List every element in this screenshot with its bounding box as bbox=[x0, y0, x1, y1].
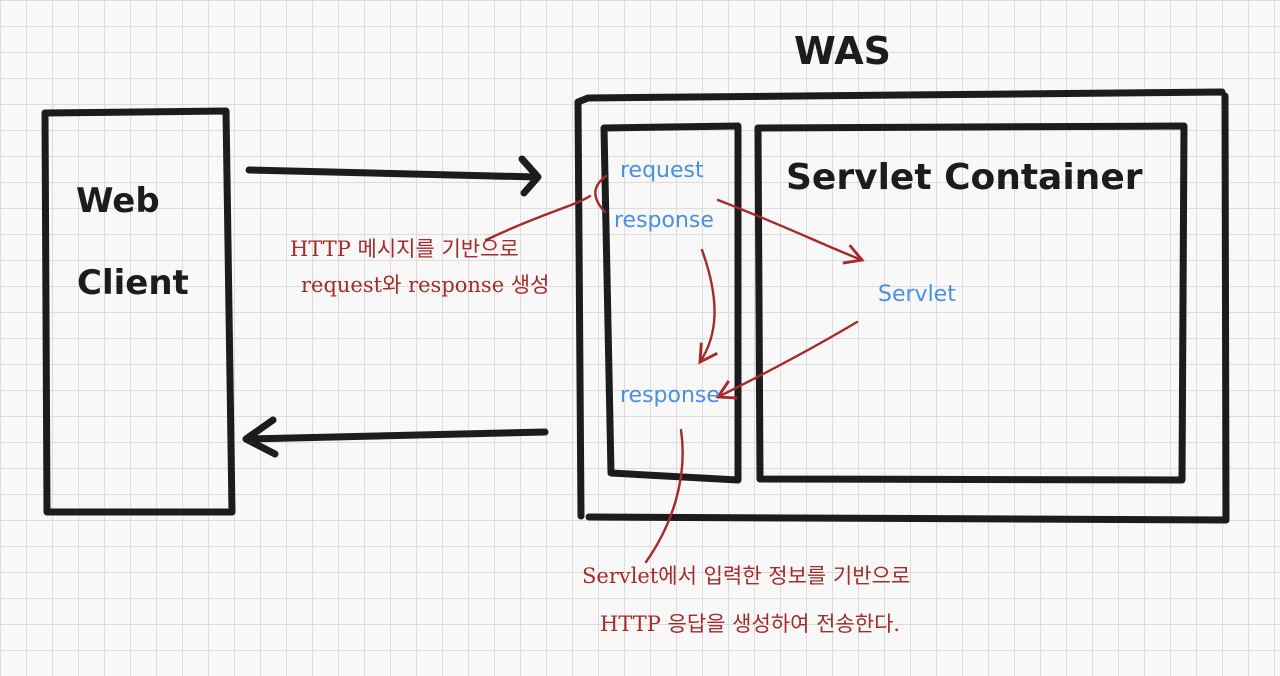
request-response-box bbox=[600, 122, 742, 484]
client-label: Client bbox=[77, 263, 189, 303]
note-bottom-line2: HTTP 응답을 생성하여 전송한다. bbox=[600, 612, 901, 636]
note-bottom-line1: Servlet에서 입력한 정보를 기반으로 bbox=[582, 564, 911, 588]
response-arrow bbox=[242, 416, 549, 458]
note-left-line1: HTTP 메시지를 기반으로 bbox=[290, 237, 519, 261]
servlet-label: Servlet bbox=[878, 282, 956, 307]
servlet-to-response-arrow bbox=[715, 320, 859, 400]
response-to-response-arrow bbox=[698, 248, 718, 365]
web-label: Web bbox=[76, 181, 160, 221]
servlet-container-title: Servlet Container bbox=[786, 157, 1143, 198]
request-to-servlet-arrow bbox=[716, 198, 865, 265]
web-client-box bbox=[41, 107, 236, 516]
response-label-bottom: response bbox=[620, 383, 720, 408]
was-box bbox=[574, 88, 1230, 524]
request-label: request bbox=[620, 158, 704, 183]
note-left-line2: request와 response 생성 bbox=[301, 273, 550, 297]
note-pointer-left bbox=[484, 174, 608, 242]
note-pointer-bottom bbox=[644, 428, 684, 564]
servlet-container-box bbox=[754, 122, 1188, 484]
request-arrow bbox=[245, 155, 542, 197]
was-title: WAS bbox=[794, 29, 891, 73]
response-label-top: response bbox=[614, 208, 714, 233]
